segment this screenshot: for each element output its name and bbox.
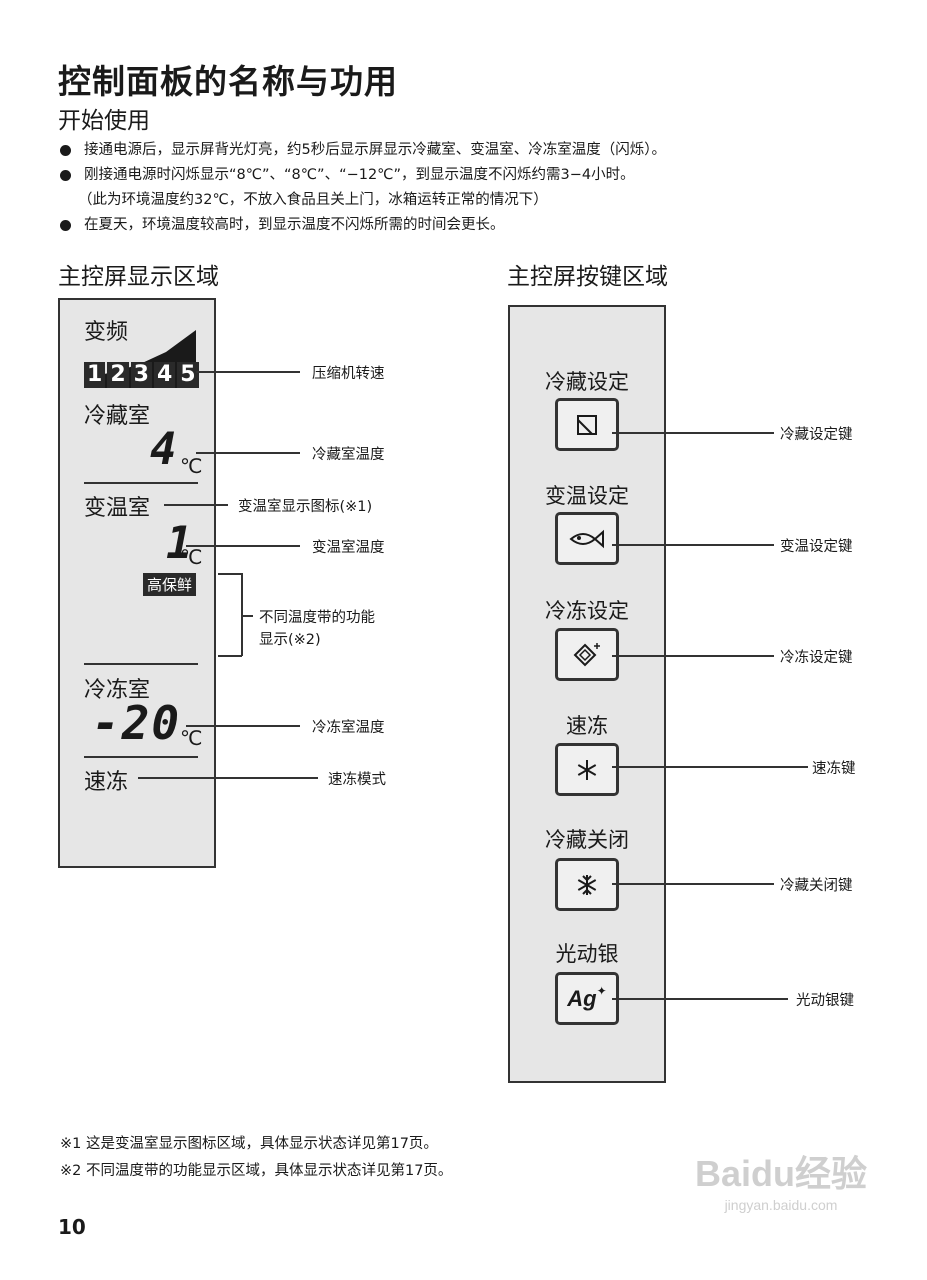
speed-digit: 5: [177, 362, 199, 388]
quickfreeze-label: 速冻: [84, 770, 129, 795]
callout-variable-icon: 变温室显示图标(※1): [238, 499, 373, 515]
callout-fridge-temp: 冷藏室温度: [312, 447, 385, 463]
bullet-text: 在夏天，环境温度较高时，到显示温度不闪烁所需的时间会更长。: [84, 217, 505, 233]
fridge-off-button[interactable]: [555, 858, 619, 911]
keys-section-heading: 主控屏按键区域: [507, 264, 668, 290]
callout-variable-temp: 变温室温度: [312, 540, 385, 556]
ag-icon: Ag: [567, 985, 597, 1011]
divider: [84, 756, 198, 758]
fridge-temp-unit: ℃: [180, 454, 203, 478]
bullet-icon: [60, 170, 71, 181]
bullet-icon: [60, 145, 71, 156]
variable-room-label: 变温室: [84, 496, 151, 521]
footnote: ※1 这是变温室显示图标区域，具体显示状态详见第17页。: [60, 1136, 438, 1152]
snowflake-off-icon: [577, 874, 597, 895]
bullet-text: 接通电源后，显示屏背光灯亮，约5秒后显示屏显示冷藏室、变温室、冷冻室温度（闪烁）…: [84, 142, 666, 158]
fridge-temp-display: 4: [150, 424, 177, 475]
bullet-item: 刚接通电源时闪烁显示“8℃”、“8℃”、“−12℃”，到显示温度不闪烁约需3−4…: [60, 163, 920, 188]
watermark: Baidu经验 jingyan.baidu.com: [695, 1145, 867, 1213]
speed-digit: 4: [153, 362, 176, 388]
speed-digit: 1: [84, 362, 106, 388]
key-name: 光动银: [555, 942, 619, 966]
key-name: 冷藏设定: [545, 370, 629, 394]
ice-cube-icon: [573, 642, 600, 666]
speed-digit: 2: [107, 362, 129, 388]
page-title: 控制面板的名称与功用: [58, 62, 398, 101]
divider: [84, 663, 198, 665]
key-name: 速冻: [566, 714, 608, 738]
footnote: ※2 不同温度带的功能显示区域，具体显示状态详见第17页。: [60, 1163, 453, 1179]
variable-temp-unit: ℃: [180, 545, 203, 569]
page-number: 10: [58, 1215, 86, 1239]
callout-key: 冷冻设定键: [780, 650, 853, 666]
silver-ion-button[interactable]: Ag ✦: [555, 972, 619, 1025]
bullet-item: 接通电源后，显示屏背光灯亮，约5秒后显示屏显示冷藏室、变温室、冷冻室温度（闪烁）…: [60, 138, 920, 163]
callout-key: 冷藏关闭键: [780, 878, 853, 894]
bracket-line: [218, 655, 242, 657]
callout-line: [612, 998, 788, 1000]
callout-zone-func: 不同温度带的功能: [259, 610, 375, 626]
bullet-text: 刚接通电源时闪烁显示“8℃”、“8℃”、“−12℃”，到显示温度不闪烁约需3−4…: [84, 167, 635, 183]
variable-temp-display: 1: [166, 518, 193, 569]
fridge-set-icon: [577, 414, 597, 435]
callout-line: [186, 725, 300, 727]
freezer-label: 冷冻室: [84, 678, 151, 703]
display-section-heading: 主控屏显示区域: [58, 264, 219, 290]
callout-key: 冷藏设定键: [780, 427, 853, 443]
quickfreeze-button[interactable]: [555, 743, 619, 796]
speed-digit: 3: [130, 362, 152, 388]
inverter-label: 变频: [84, 320, 129, 345]
key-name: 冷藏关闭: [545, 828, 629, 852]
fresh-badge: 高保鲜: [143, 573, 197, 596]
divider: [84, 482, 198, 484]
intro-bullets: 接通电源后，显示屏背光灯亮，约5秒后显示屏显示冷藏室、变温室、冷冻室温度（闪烁）…: [60, 138, 920, 238]
callout-line: [186, 545, 300, 547]
callout-quickfreeze: 速冻模式: [328, 772, 386, 788]
callout-line: [196, 452, 300, 454]
snowflake-icon: [577, 759, 597, 780]
callout-freezer-temp: 冷冻室温度: [312, 720, 385, 736]
bracket-line: [241, 573, 243, 656]
callout-line: [138, 777, 318, 779]
bullet-continuation: （此为环境温度约32℃，不放入食品且关上门，冰箱运转正常的情况下）: [60, 188, 920, 213]
callout-line: [612, 655, 774, 657]
callout-key: 速冻键: [812, 761, 856, 777]
key-name: 冷冻设定: [545, 599, 629, 623]
section-subtitle: 开始使用: [58, 108, 150, 134]
fridge-set-button[interactable]: [555, 398, 619, 451]
bracket-line: [218, 573, 242, 575]
callout-line: [612, 432, 774, 434]
freezer-temp-display: -20: [92, 696, 182, 750]
callout-line: [612, 766, 808, 768]
speed-digits: 1 2 3 4 5: [84, 362, 199, 388]
callout-key: 变温设定键: [780, 539, 853, 555]
callout-zone-func: 显示(※2): [259, 632, 321, 648]
bullet-text: （此为环境温度约32℃，不放入食品且关上门，冰箱运转正常的情况下）: [78, 192, 548, 208]
callout-key: 光动银键: [796, 993, 854, 1009]
watermark-url: jingyan.baidu.com: [724, 1197, 838, 1213]
freezer-set-button[interactable]: [555, 628, 619, 681]
callout-compressor: 压缩机转速: [312, 366, 385, 382]
bullet-icon: [60, 220, 71, 231]
sparkle-icon: ✦: [596, 983, 607, 998]
callout-line: [196, 371, 300, 373]
variable-set-button[interactable]: [555, 512, 619, 565]
key-name: 变温设定: [545, 484, 629, 508]
callout-line: [241, 615, 253, 617]
callout-line: [164, 504, 228, 506]
callout-line: [612, 883, 774, 885]
freezer-temp-unit: ℃: [180, 726, 203, 750]
callout-line: [612, 544, 774, 546]
fridge-label: 冷藏室: [84, 404, 151, 429]
fish-icon: [569, 529, 604, 548]
bullet-item: 在夏天，环境温度较高时，到显示温度不闪烁所需的时间会更长。: [60, 213, 920, 238]
watermark-logo: Baidu经验: [694, 1153, 867, 1194]
